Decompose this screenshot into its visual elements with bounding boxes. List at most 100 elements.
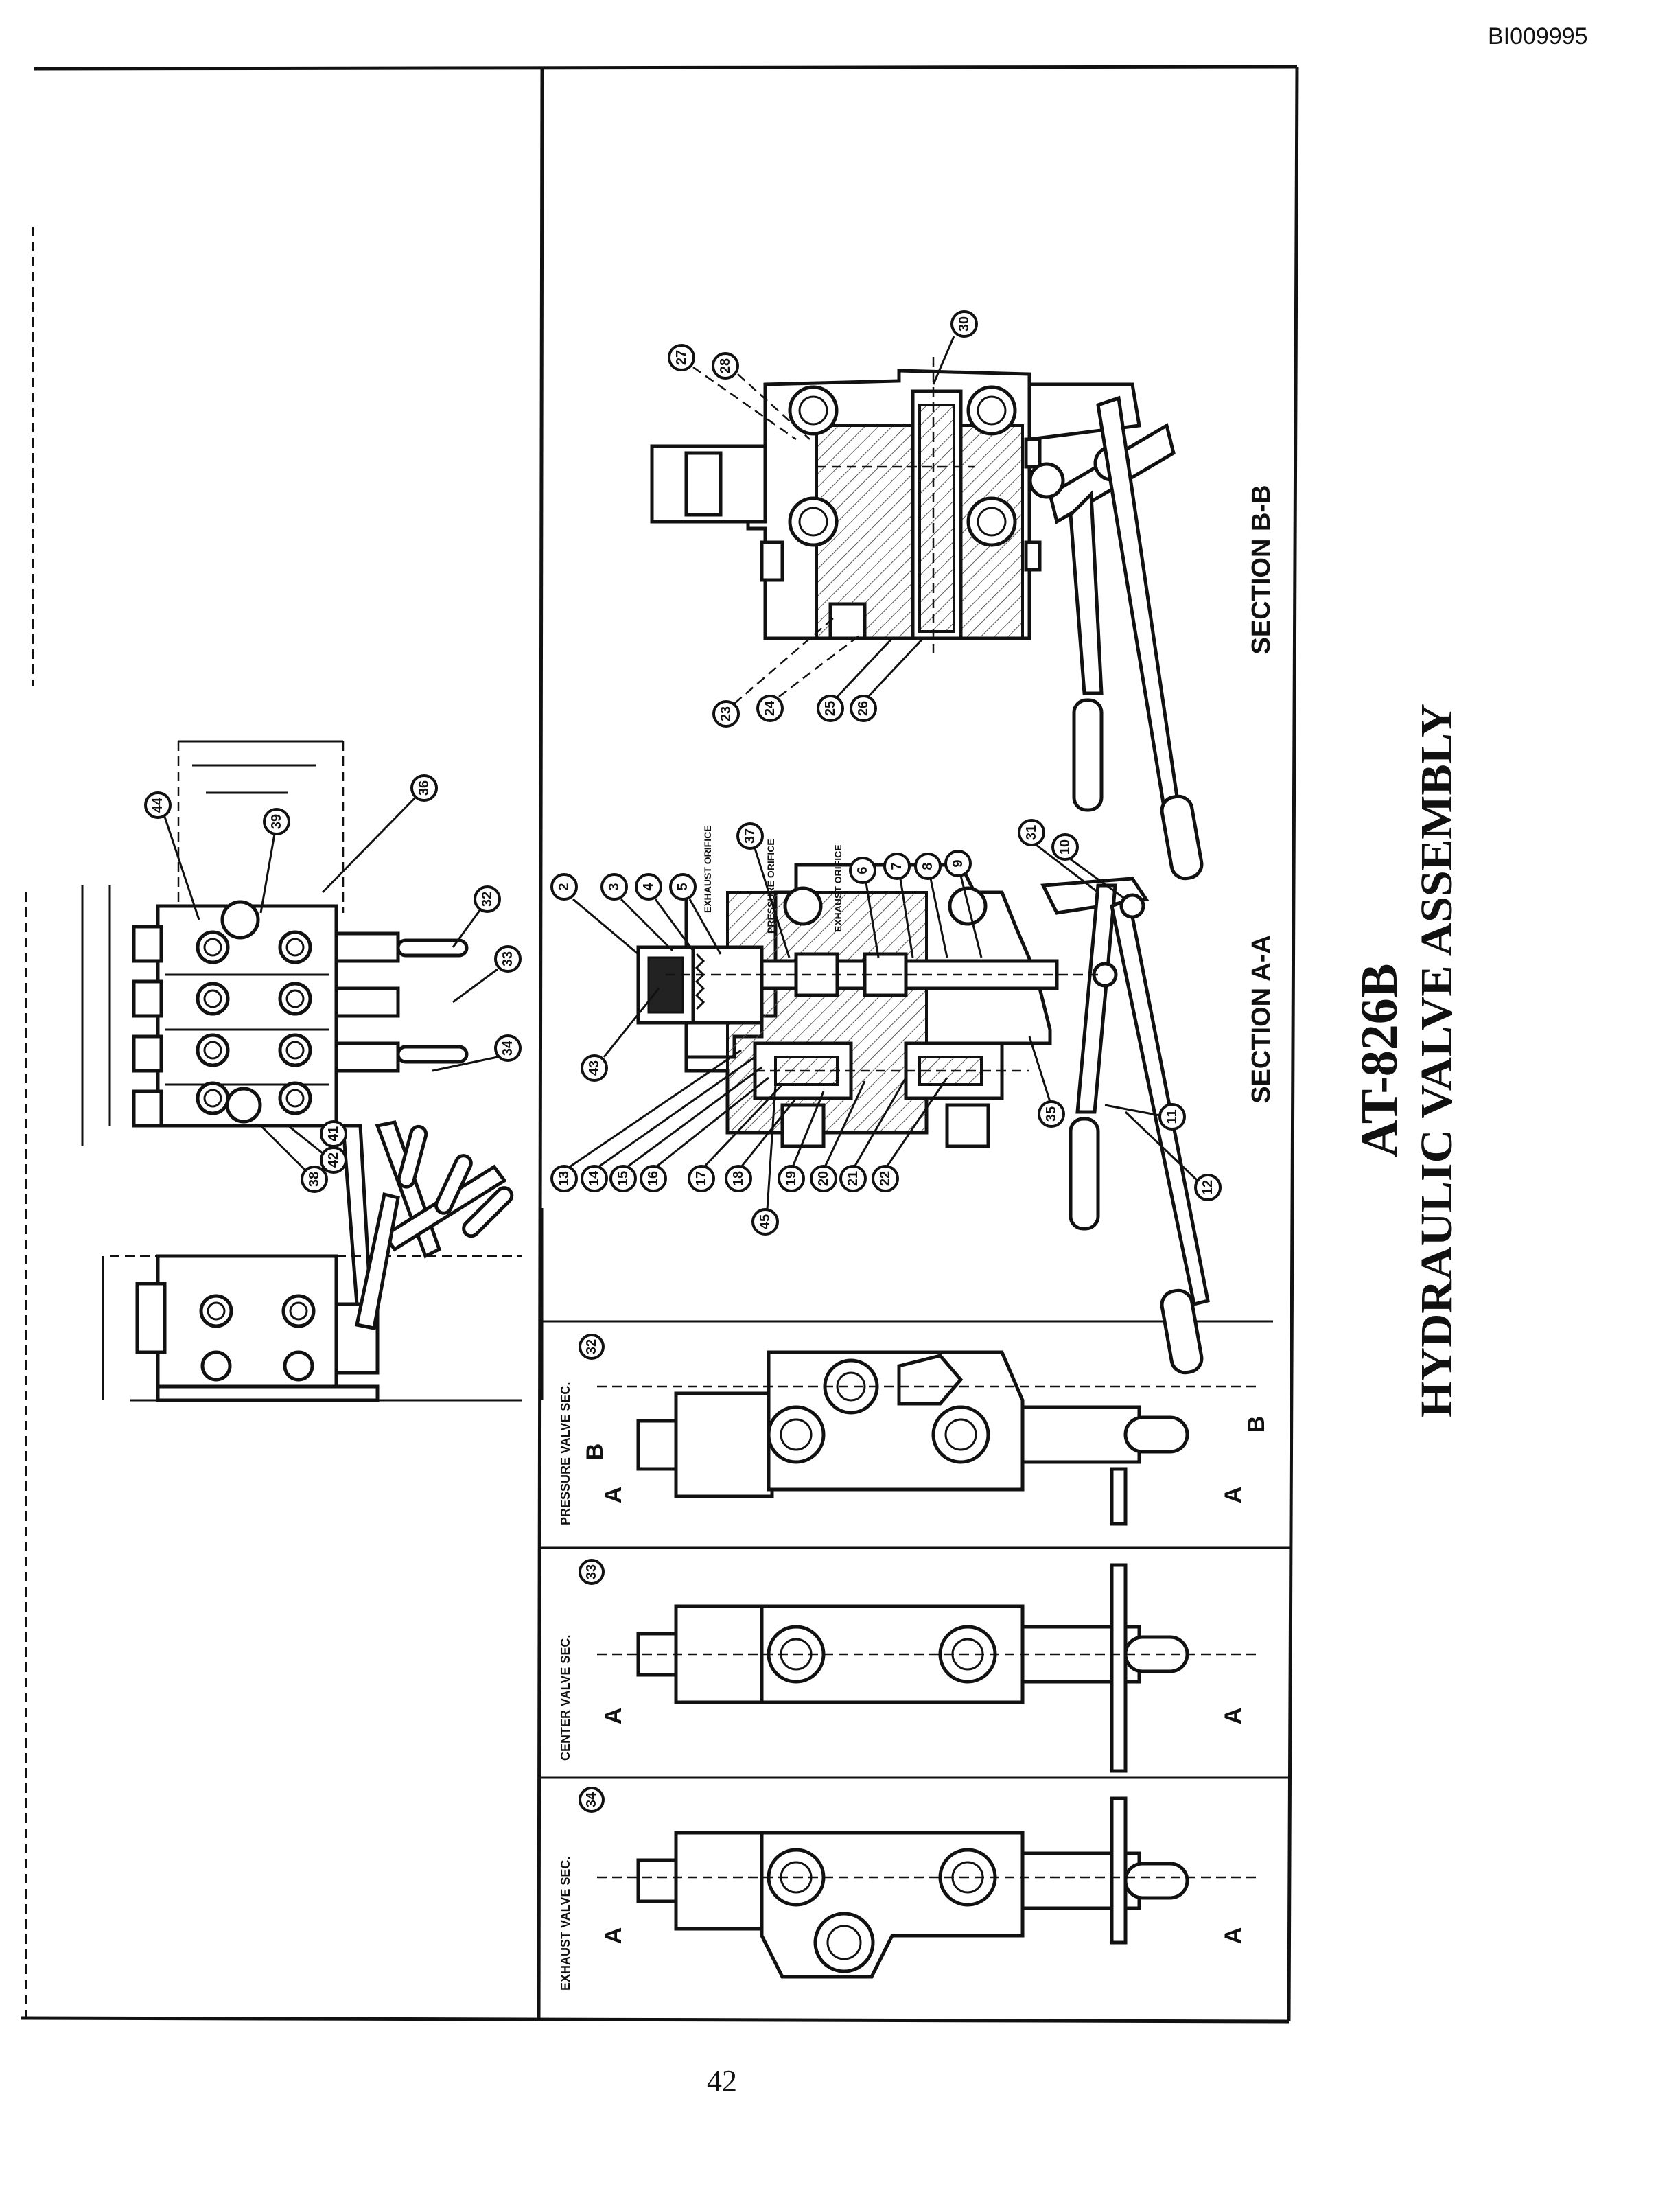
svg-text:5: 5 — [675, 883, 690, 890]
callout-pressure-view-number: 32 — [584, 1339, 599, 1354]
callout-aa-13: 13 — [550, 1165, 578, 1192]
center-view-label: CENTER VALVE SEC. — [559, 1635, 572, 1761]
callout-aa-45: 45 — [751, 1208, 779, 1236]
callout-asm-36: 36 — [410, 774, 438, 802]
svg-text:7: 7 — [889, 862, 905, 870]
svg-text:28: 28 — [718, 358, 733, 373]
callout-bb-24: 24 — [756, 695, 784, 722]
exhaust-orifice-label-2: EXHAUST ORIFICE — [832, 844, 843, 932]
svg-text:45: 45 — [758, 1214, 773, 1229]
callout-aa-18: 18 — [725, 1165, 752, 1192]
document-id: BI009995 — [1488, 23, 1588, 49]
leaders-aa-top — [572, 844, 1126, 958]
callout-aa-21: 21 — [839, 1165, 867, 1192]
svg-text:12: 12 — [1200, 1180, 1215, 1195]
leaders-aa-left — [569, 988, 948, 1210]
svg-text:39: 39 — [269, 814, 284, 829]
callout-aa-12: 12 — [1194, 1174, 1222, 1201]
svg-text:18: 18 — [731, 1171, 746, 1186]
svg-text:26: 26 — [856, 701, 871, 716]
svg-text:4: 4 — [641, 883, 656, 891]
drawing-frame — [20, 65, 1299, 2024]
exhaust-orifice-label-1: EXHAUST ORIFICE — [702, 825, 713, 913]
callout-aa-3: 3 — [600, 873, 628, 901]
svg-text:42: 42 — [326, 1152, 341, 1168]
svg-text:23: 23 — [719, 706, 734, 721]
callout-asm-32: 32 — [474, 885, 501, 913]
svg-text:22: 22 — [878, 1171, 893, 1186]
assembly-drawing — [81, 740, 544, 1402]
svg-text:13: 13 — [557, 1171, 572, 1186]
callout-aa-19: 19 — [778, 1165, 805, 1192]
svg-text:21: 21 — [845, 1171, 861, 1186]
title-line1: AT-826B — [1351, 964, 1408, 1158]
callout-aa-16: 16 — [640, 1165, 667, 1192]
section-bb-drawing — [650, 357, 1204, 881]
callout-exhaust-view: 34 — [579, 1787, 605, 1813]
callout-bb-23: 23 — [712, 700, 740, 728]
callout-asm-41: 41 — [320, 1120, 347, 1148]
callout-asm-42: 42 — [320, 1146, 347, 1174]
pressure-marker-b-left: B — [582, 1444, 608, 1461]
callout-pressure-view: 32 — [579, 1334, 605, 1360]
svg-text:36: 36 — [417, 780, 432, 796]
section-aa-label: SECTION A-A — [1247, 935, 1276, 1104]
svg-text:16: 16 — [646, 1171, 661, 1186]
svg-text:10: 10 — [1058, 839, 1073, 855]
svg-text:33: 33 — [500, 951, 515, 966]
svg-text:14: 14 — [587, 1170, 602, 1186]
callout-aa-5: 5 — [669, 873, 697, 901]
svg-text:20: 20 — [816, 1171, 831, 1186]
callout-aa-2: 2 — [550, 873, 578, 901]
center-marker-a-left: A — [600, 1708, 627, 1725]
callout-asm-33: 33 — [494, 945, 522, 973]
svg-text:31: 31 — [1024, 825, 1039, 840]
callout-aa-20: 20 — [810, 1165, 837, 1192]
svg-text:19: 19 — [784, 1171, 799, 1186]
callout-asm-34: 34 — [494, 1034, 522, 1062]
exhaust-view-label: EXHAUST VALVE SEC. — [559, 1857, 572, 1991]
callout-bb-28: 28 — [712, 352, 739, 380]
callout-aa-22: 22 — [872, 1165, 899, 1192]
leaders-aa-right — [1028, 1036, 1199, 1182]
callout-bb-30: 30 — [950, 310, 978, 338]
section-aa-drawing — [636, 863, 1210, 1375]
svg-text:17: 17 — [694, 1171, 709, 1186]
callout-aa-6: 6 — [849, 857, 876, 884]
callout-aa-9: 9 — [944, 850, 972, 877]
title-line2: HYDRAULIC VALVE ASSEMBLY — [1412, 704, 1462, 1417]
svg-text:32: 32 — [480, 892, 495, 907]
callout-asm-44: 44 — [144, 791, 172, 819]
callout-asm-38: 38 — [301, 1166, 328, 1193]
svg-text:34: 34 — [500, 1040, 515, 1056]
svg-text:24: 24 — [762, 700, 778, 716]
callout-aa-10: 10 — [1051, 833, 1079, 861]
svg-text:38: 38 — [307, 1172, 322, 1187]
svg-text:43: 43 — [587, 1060, 602, 1076]
callout-aa-17: 17 — [688, 1165, 715, 1192]
callout-aa-15: 15 — [609, 1165, 637, 1192]
callout-center-view: 33 — [579, 1559, 605, 1585]
callout-bb-25: 25 — [817, 695, 844, 722]
svg-text:27: 27 — [674, 350, 689, 365]
center-section-view — [597, 1563, 1256, 1773]
callout-center-view-number: 33 — [584, 1564, 599, 1579]
svg-text:44: 44 — [150, 797, 165, 813]
callout-aa-7: 7 — [883, 853, 911, 880]
svg-text:37: 37 — [743, 828, 758, 844]
leaders-bb — [692, 336, 955, 704]
svg-text:25: 25 — [823, 701, 838, 716]
callout-exhaust-view-number: 34 — [584, 1792, 599, 1807]
svg-text:30: 30 — [957, 316, 972, 332]
svg-text:41: 41 — [326, 1126, 341, 1141]
svg-text:35: 35 — [1044, 1106, 1059, 1122]
callout-aa-14: 14 — [581, 1165, 608, 1192]
svg-text:3: 3 — [607, 883, 622, 890]
callout-aa-11: 11 — [1158, 1103, 1186, 1131]
pressure-marker-a-right: A — [1220, 1487, 1246, 1504]
callout-aa-8: 8 — [914, 853, 942, 880]
callout-bb-27: 27 — [668, 344, 695, 371]
leaders-assembly — [163, 796, 498, 1172]
svg-text:2: 2 — [557, 883, 572, 890]
